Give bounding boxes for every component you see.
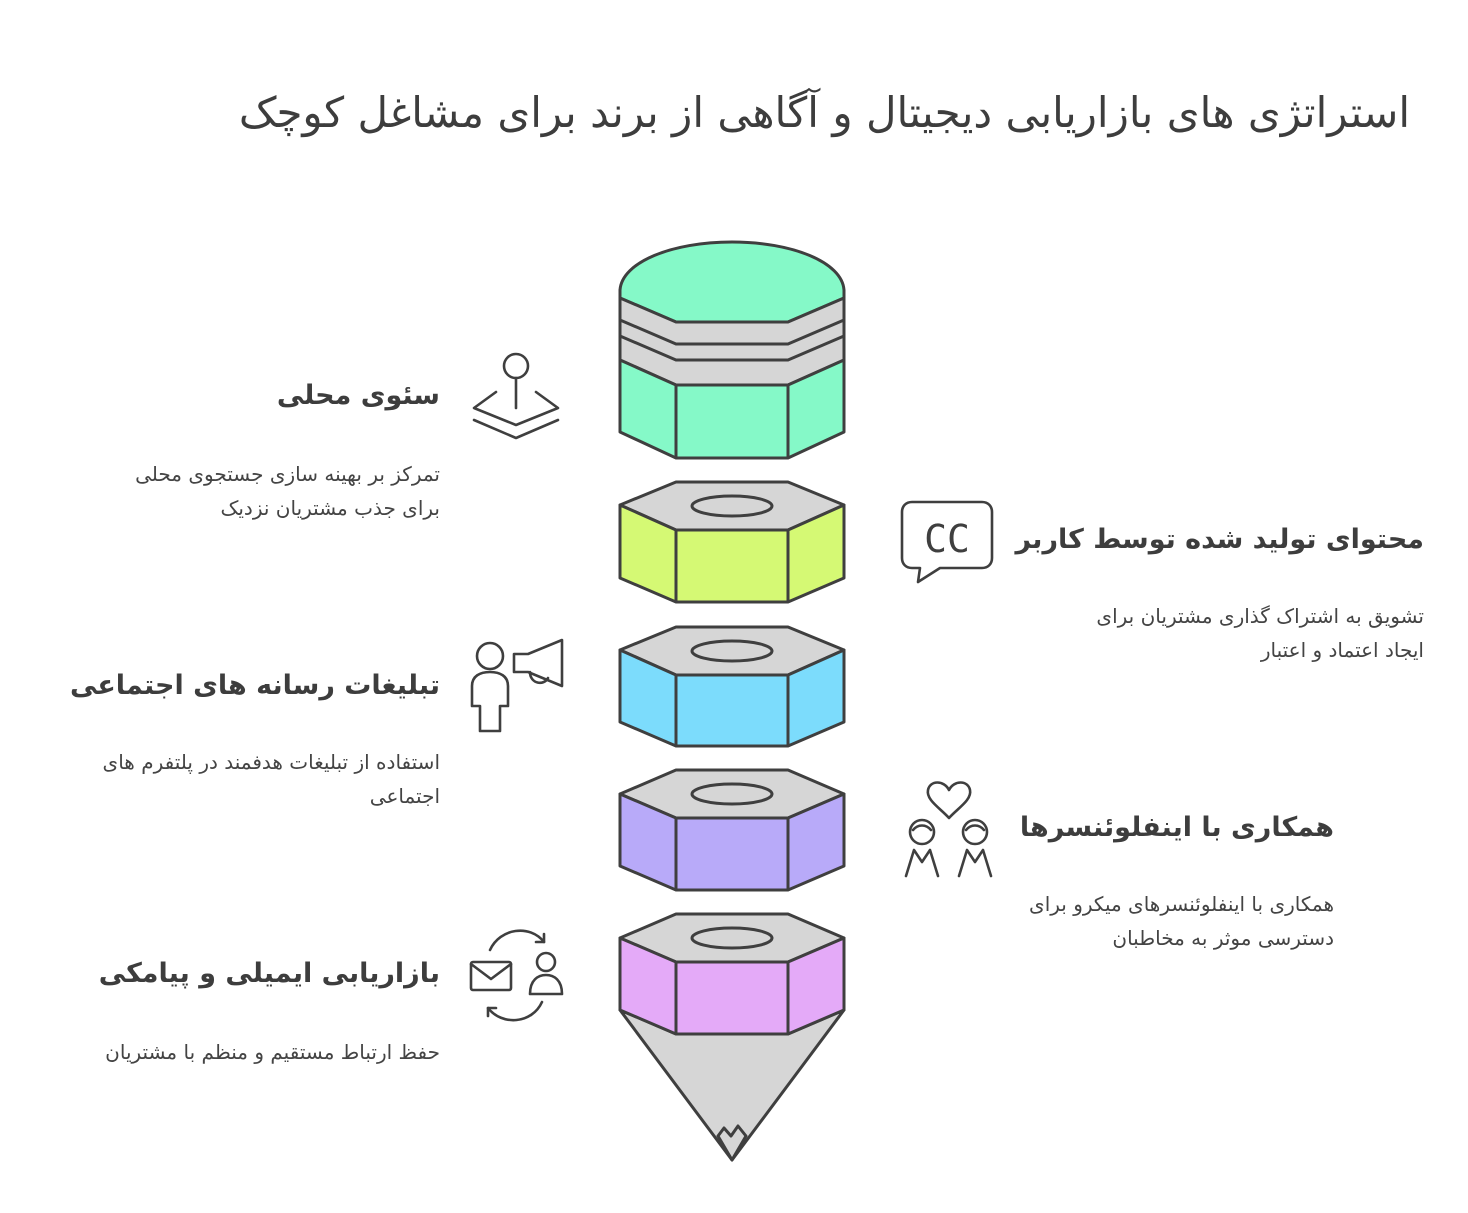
item-desc-line: دسترسی موثر به مخاطبان — [1112, 926, 1334, 950]
cc-label: CC — [924, 517, 970, 561]
pencil-segment-purple — [618, 768, 846, 892]
item-desc-line: برای جذب مشتریان نزدیک — [220, 496, 440, 520]
item-title: بازاریابی ایمیلی و پیامکی — [98, 958, 440, 989]
pencil-eraser — [618, 240, 846, 460]
pencil-segment-pink — [618, 912, 846, 1162]
map-pin-layers-icon — [472, 352, 560, 440]
item-email-sms: بازاریابی ایمیلی و پیامکی حفظ ارتباط مست… — [20, 958, 440, 1069]
item-title: سئوی محلی — [276, 380, 440, 411]
eraser-body-edges — [674, 385, 790, 458]
item-desc-line: تمرکز بر بهینه سازی جستجوی محلی — [135, 462, 440, 486]
eraser-band-line-1 — [619, 318, 845, 346]
email-person-cycle-icon — [469, 929, 564, 1022]
item-influencers: همکاری با اینفلوئنسرها همکاری با اینفلوئ… — [1004, 812, 1334, 955]
cc-speech-bubble-icon — [900, 500, 994, 584]
item-local-seo: سئوی محلی تمرکز بر بهینه سازی جستجوی محل… — [20, 380, 440, 525]
item-desc-line: همکاری با اینفلوئنسرهای میکرو برای — [1029, 892, 1334, 916]
megaphone-person-icon — [470, 638, 564, 733]
item-title: محتوای تولید شده توسط کاربر — [1015, 524, 1424, 555]
item-title: همکاری با اینفلوئنسرها — [1019, 812, 1334, 843]
two-people-heart-icon — [904, 781, 993, 878]
item-desc-line: استفاده از تبلیغات هدفمند در پلتفرم های — [102, 750, 440, 774]
pencil-lead — [716, 1124, 748, 1162]
item-title: تبلیغات رسانه های اجتماعی — [70, 670, 440, 701]
item-desc-line: اجتماعی — [369, 784, 440, 808]
page-title: استراتژی های بازاریابی دیجیتال و آگاهی ا… — [238, 88, 1410, 137]
item-ugc: محتوای تولید شده توسط کاربر تشویق به اشت… — [1004, 524, 1424, 667]
item-social-ads: تبلیغات رسانه های اجتماعی استفاده از تبل… — [0, 670, 440, 813]
eraser-band-line-2 — [619, 334, 845, 362]
pencil-segment-cyan — [618, 625, 846, 748]
item-desc-line: ایجاد اعتماد و اعتبار — [1260, 638, 1424, 662]
item-desc-line: حفظ ارتباط مستقیم و منظم با مشتریان — [105, 1040, 440, 1064]
pencil-segment-lime — [618, 480, 846, 604]
item-desc-line: تشویق به اشتراک گذاری مشتریان برای — [1096, 604, 1424, 628]
eraser-cap — [618, 240, 846, 324]
